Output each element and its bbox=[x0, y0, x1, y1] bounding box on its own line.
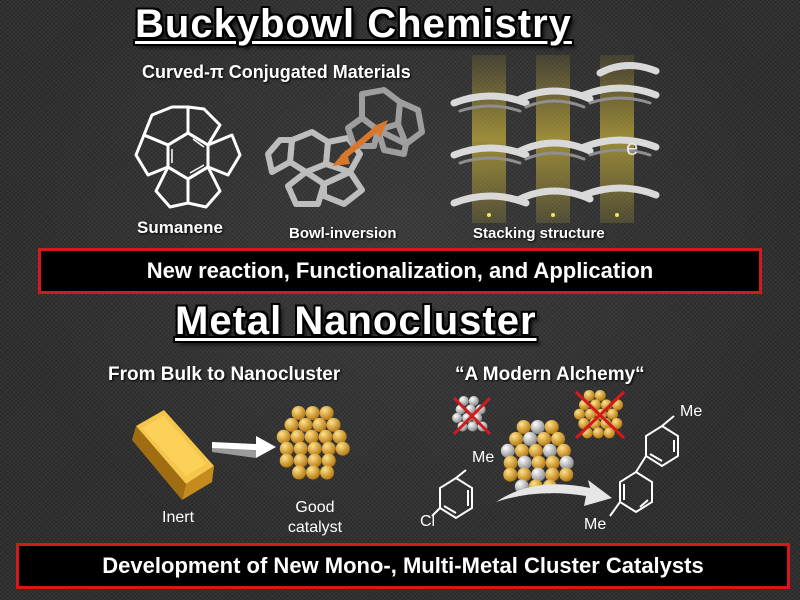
chlorotoluene-structure bbox=[431, 469, 473, 520]
good-catalyst-label: Good catalyst bbox=[283, 498, 347, 538]
metal-banner: Development of New Mono-, Multi-Metal Cl… bbox=[16, 543, 790, 589]
gold-bar-icon bbox=[132, 410, 214, 500]
buckybowl-subtitle: Curved-π Conjugated Materials bbox=[142, 62, 411, 82]
biaryl-product-structure bbox=[609, 415, 679, 517]
bimetal-cluster bbox=[500, 420, 574, 494]
stacking-structure bbox=[450, 55, 660, 223]
buckybowl-banner: New reaction, Functionalization, and App… bbox=[38, 248, 762, 294]
me-top-label: Me bbox=[680, 403, 703, 420]
sumanene-label: Sumanene bbox=[137, 218, 223, 237]
bowl-inversion-arrow bbox=[332, 120, 388, 166]
coupling-arrow bbox=[496, 480, 612, 506]
electron-label: e⁻ bbox=[626, 135, 650, 160]
me-bottom-label: Me bbox=[584, 516, 607, 533]
stacking-label: Stacking structure bbox=[473, 225, 605, 242]
cl-label: Cl bbox=[420, 513, 436, 530]
good-catalyst-line2: catalyst bbox=[287, 519, 343, 536]
bulk-to-cluster-arrow bbox=[212, 436, 276, 458]
gold-cluster-crossed bbox=[574, 390, 626, 440]
bowl-inversion-label: Bowl-inversion bbox=[289, 225, 397, 242]
alchemy-heading: “A Modern Alchemy“ bbox=[455, 364, 645, 385]
good-catalyst-line1: Good bbox=[295, 499, 335, 516]
metal-title: Metal Nanocluster bbox=[175, 299, 537, 343]
red-cross-icon bbox=[574, 390, 626, 440]
sumanene-structure bbox=[134, 105, 242, 209]
silver-cluster-crossed bbox=[452, 396, 492, 436]
inert-label: Inert bbox=[162, 509, 195, 526]
me-mid-label: Me bbox=[472, 449, 495, 466]
buckybowl-title: Buckybowl Chemistry bbox=[135, 2, 572, 46]
nanocluster-icon bbox=[276, 406, 350, 480]
bowl-inversion-structures bbox=[265, 87, 425, 207]
red-cross-icon bbox=[452, 396, 492, 436]
bulk-heading: From Bulk to Nanocluster bbox=[108, 364, 341, 385]
